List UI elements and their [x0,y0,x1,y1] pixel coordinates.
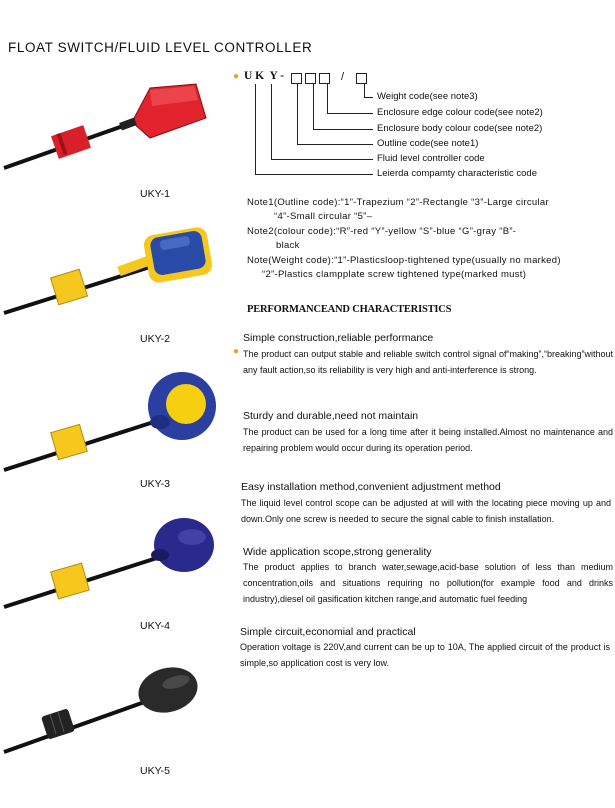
product-label: UKY-1 [140,188,170,200]
weight-code-box [356,73,367,84]
product-uky-4: UKY-4 [0,515,230,640]
page-title: FLOAT SWITCH/FLUID LEVEL CONTROLLER [8,40,313,55]
company-code-text: compamty characteristic code [408,168,537,179]
brand-name: Leierda [377,168,409,179]
product-label: UKY-2 [140,333,170,345]
edge-colour-code-box [319,73,330,84]
section-body: The product can be used for a long time … [243,427,613,453]
product-label: UKY-4 [140,620,170,632]
float-switch-black-image [3,667,198,754]
weight-code-label: Weight code(see note3) [377,91,478,102]
product-uky-3: UKY-3 [0,370,230,495]
controller-code-label: Fluid level controller code [377,153,485,164]
float-switch-trapezium-red-image [3,83,207,170]
float-switch-rectangle-blue-image [3,227,213,315]
product-uky-5: UKY-5 [0,660,230,785]
section-heading: Sturdy and durable,need not maintain [243,410,419,422]
section-body: Operation voltage is 220V,and current ca… [240,642,610,668]
section-heading: Easy installation method,convenient adju… [241,481,501,493]
note2-line2: black [276,240,300,251]
section-body: The product can output stable and reliab… [243,349,613,375]
note1-line2: “4”-Small circular “5”– [274,211,373,222]
body-colour-code-label: Enclosure body colour code(see note2) [377,123,543,134]
performance-heading: PERFORMANCEAND CHARACTERISTICS [247,304,452,315]
model-code-diagram: ● U K Y - / Weight code(see note3) Enclo… [0,0,615,200]
note2-line1: Note2(colour code):“R”-red “Y”-yellow “S… [247,226,517,237]
section-body: The product applies to branch water,sewa… [243,562,613,604]
product-label: UKY-3 [140,478,170,490]
float-switch-large-circular-image [3,372,216,472]
section-heading: Simple circuit,economial and practical [240,626,416,638]
note3-line1: Note(Weight code):“1”-Plasticsloop-tight… [247,255,561,266]
outline-code-box [291,73,302,84]
product-uky-1: UKY-1 [0,80,230,200]
code-slash: / [341,71,345,83]
outline-code-label: Outline code(see note1) [377,138,479,149]
bullet-icon: ● [233,346,240,357]
body-colour-code-box [305,73,316,84]
bullet-icon: ● [233,71,240,82]
float-switch-small-circular-image [3,518,214,609]
product-label: UKY-5 [140,765,170,777]
edge-colour-code-label: Enclosure edge colour code(see note2) [377,107,543,118]
section-heading: Simple construction,reliable performance [243,332,434,344]
note1-line1: Note1(Outline code):“1”-Trapezium “2”-Re… [247,197,549,208]
company-code-label: Leierda compamty characteristic code [377,168,537,179]
section-body: The liquid level control scope can be ad… [241,498,611,524]
code-prefix: U K Y - [244,70,285,82]
section-heading: Wide application scope,strong generality [243,546,432,558]
product-uky-2: UKY-2 [0,225,230,350]
note3-line2: “2”-Plastics clampplate screw tightened … [262,269,527,280]
